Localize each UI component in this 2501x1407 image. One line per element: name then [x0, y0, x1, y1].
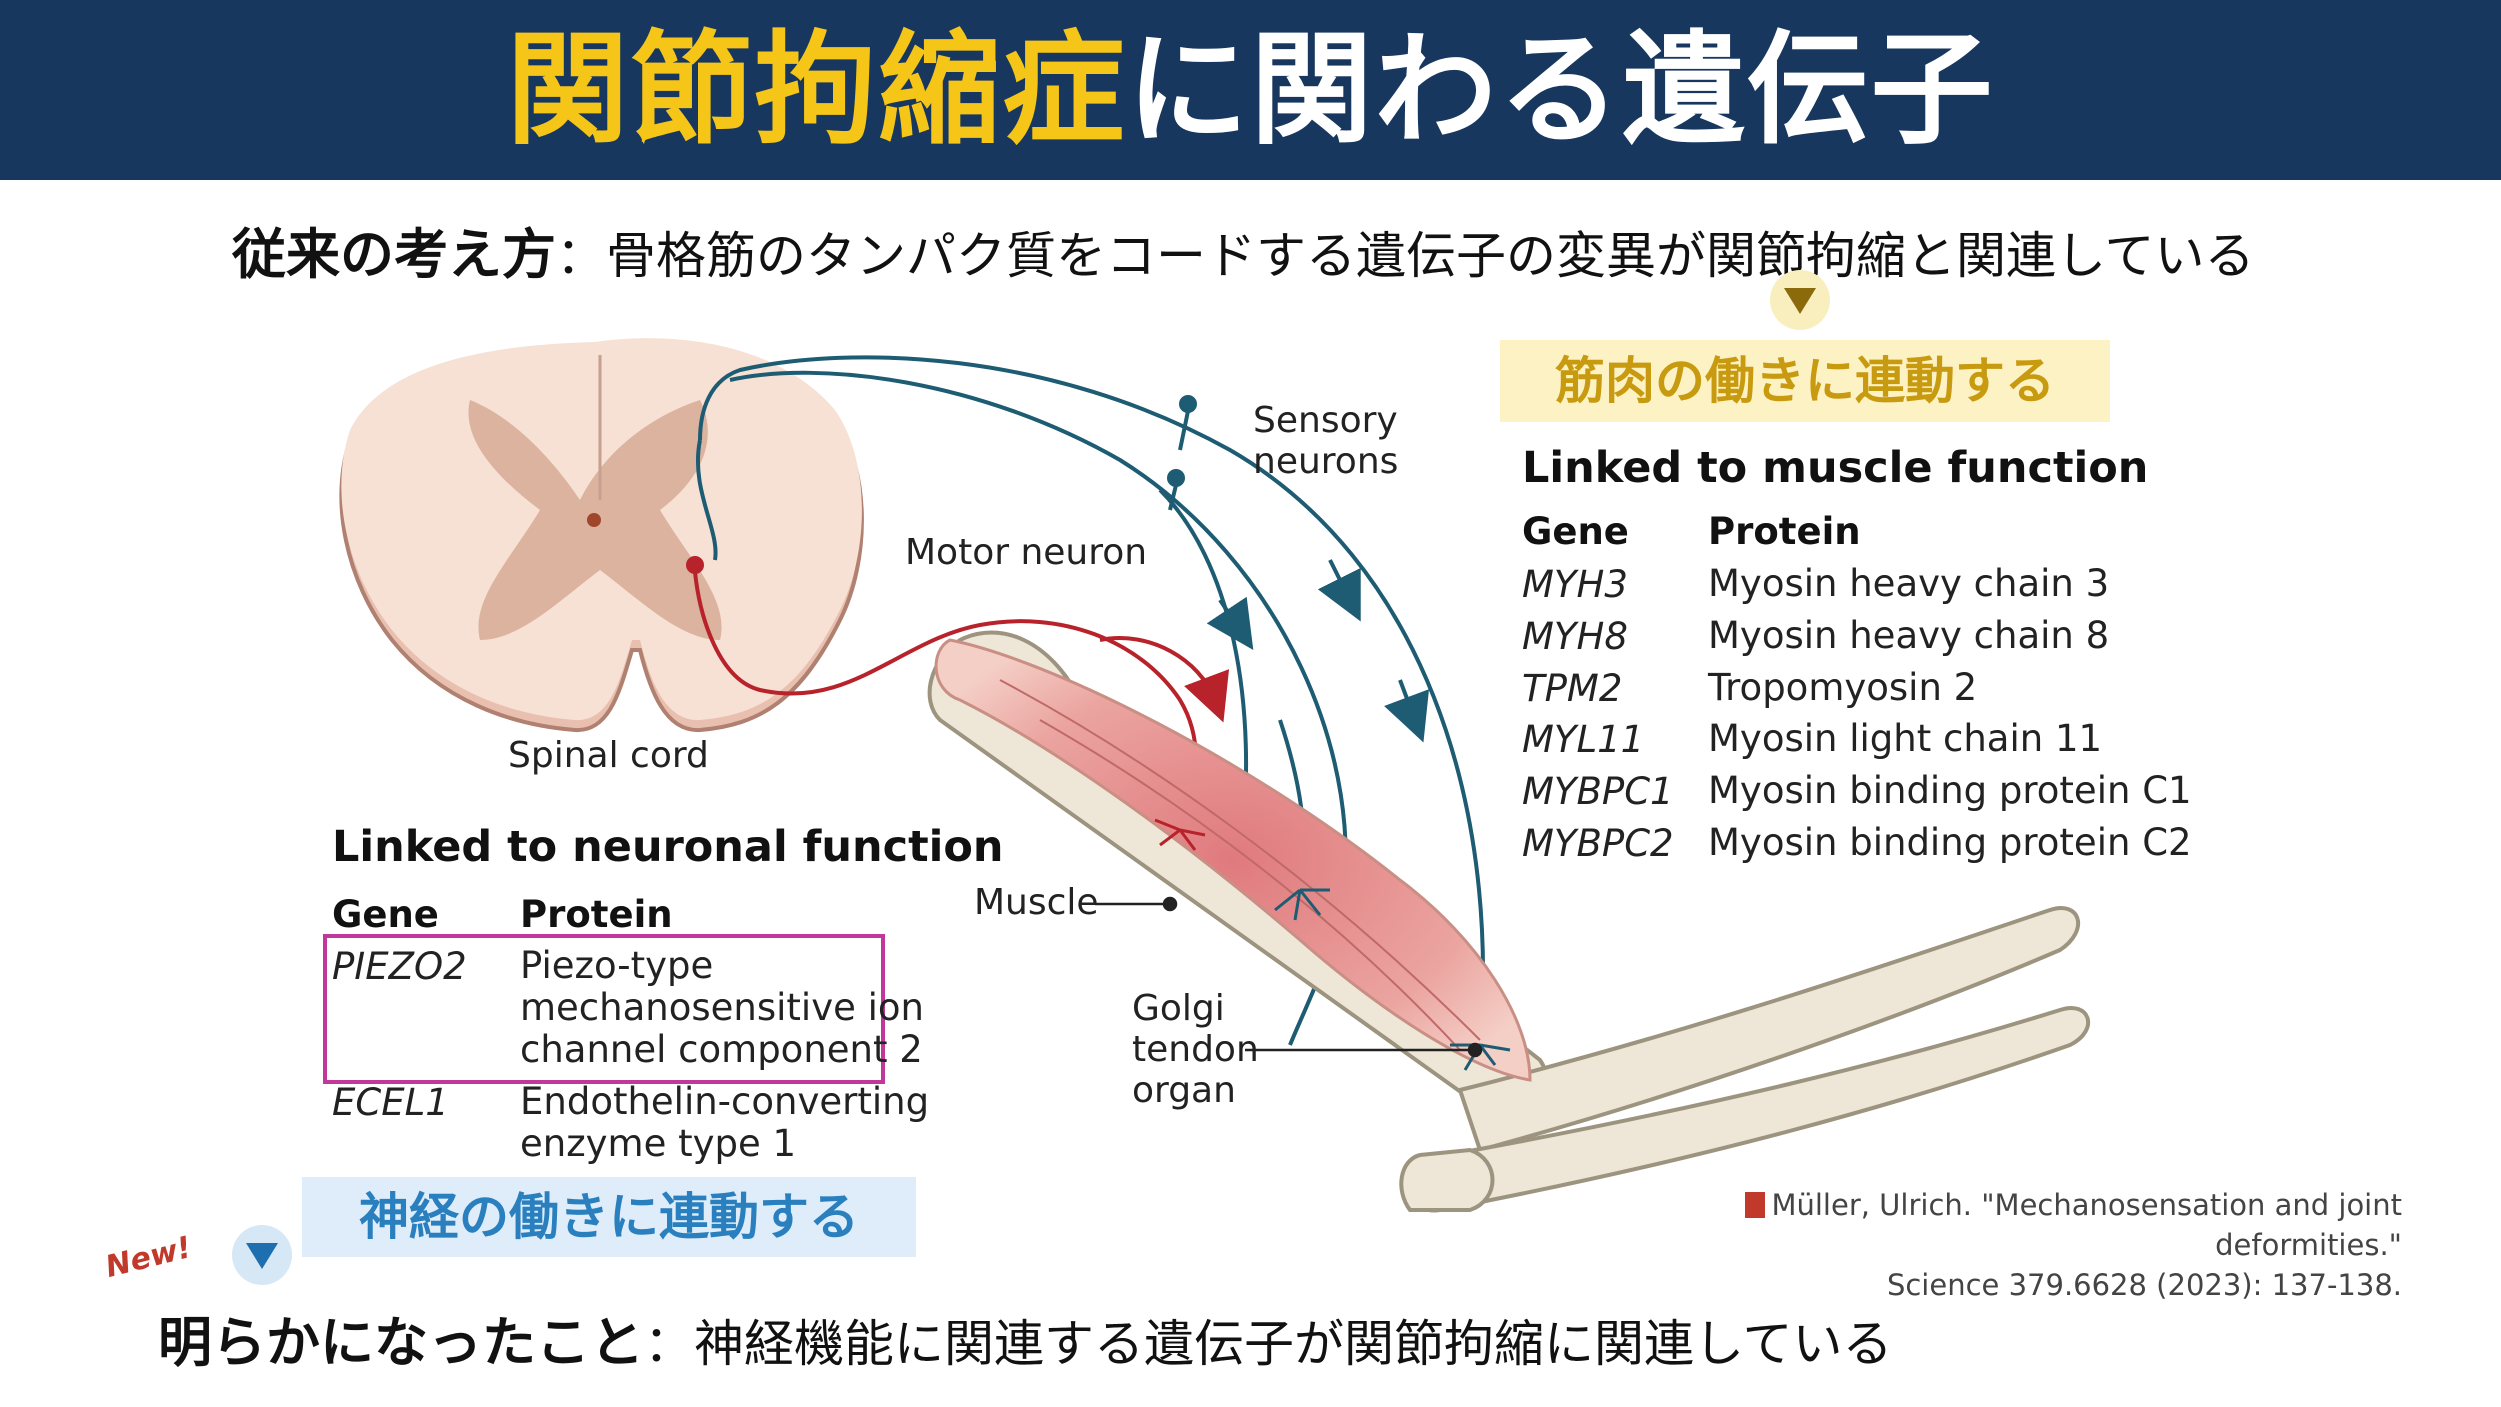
sensory-neurons-label: Sensory neurons — [1253, 400, 1398, 482]
muscle-label: Muscle — [974, 882, 1099, 923]
protein-cell: Myosin heavy chain 8 — [1708, 614, 2110, 657]
conventional-label: 従来の考え方 — [232, 223, 556, 286]
gene-cell: MYH3 — [1522, 563, 1628, 606]
protein-cell: Tropomyosin 2 — [1708, 666, 1978, 709]
protein-cell: Myosin binding protein C2 — [1708, 821, 2192, 864]
down-arrow-icon — [1770, 270, 1830, 330]
nerve-endings — [1154, 818, 1511, 1071]
gene-cell: TPM2 — [1522, 667, 1623, 710]
conventional-view: 従来の考え方：骨格筋のタンパク質をコードする遺伝子の変異が関節拘縮と関連している — [232, 210, 2255, 289]
protein-cell: Myosin heavy chain 3 — [1708, 562, 2110, 605]
down-arrow-icon — [232, 1225, 292, 1285]
protein-line: Piezo-type — [520, 944, 714, 987]
title-highlight: 関節拘縮症 — [506, 19, 1127, 161]
citation-line-2: Science 379.6628 (2023): 137-138. — [1886, 1268, 2402, 1302]
protein-line: enzyme type 1 — [520, 1122, 797, 1165]
sensory-label-line: neurons — [1253, 441, 1399, 482]
gene-cell: MYL11 — [1522, 718, 1645, 761]
spinal-cord-label: Spinal cord — [508, 735, 709, 776]
protein-cell: Myosin binding protein C1 — [1708, 769, 2192, 812]
page-title: 関節拘縮症に関わる遺伝子 — [0, 0, 2501, 180]
gene-cell: PIEZO2 — [332, 945, 467, 988]
protein-cell: Piezo-type mechanosensitive ion channel … — [520, 945, 924, 1071]
protein-line: channel component 2 — [520, 1028, 923, 1071]
sensory-label-line: Sensory — [1253, 400, 1398, 441]
golgi-label-line: Golgi — [1132, 988, 1225, 1029]
table-title: Linked to muscle function — [1522, 443, 2149, 493]
muscle-banner: 筋肉の働きに連動する — [1500, 340, 2110, 422]
piezo2-highlight-box — [323, 934, 885, 1084]
conventional-text: ：骨格筋のタンパク質をコードする遺伝子の変異が関節拘縮と関連している — [556, 227, 2255, 285]
finding-text: ：神経機能に関連する遺伝子が関節拘縮に関連している — [644, 1315, 1893, 1373]
finding-row: 明らかになったこと：神経機能に関連する遺伝子が関節拘縮に関連している — [158, 1298, 1893, 1377]
golgi-label-line: tendon — [1132, 1029, 1259, 1070]
motor-neuron-label: Motor neuron — [905, 532, 1148, 573]
book-icon — [1745, 1192, 1766, 1218]
gene-header: Gene — [1522, 510, 1629, 553]
protein-header: Protein — [520, 893, 673, 936]
protein-line: mechanosensitive ion — [520, 986, 924, 1029]
spinal-cord-illustration — [339, 338, 864, 733]
gene-cell: ECEL1 — [332, 1081, 449, 1124]
muscle-illustration — [934, 638, 1532, 1082]
leader-lines — [1095, 896, 1483, 1058]
header-bar — [0, 0, 2501, 180]
gene-cell: MYH8 — [1522, 615, 1628, 658]
protein-line: Endothelin-converting — [520, 1080, 930, 1123]
golgi-label-line: organ — [1132, 1070, 1236, 1111]
motor-neuron — [686, 556, 1230, 831]
citation: Müller, Ulrich. "Mechanosensation and jo… — [1590, 1185, 2402, 1305]
title-rest: に関わる遺伝子 — [1126, 19, 1995, 161]
protein-cell: Endothelin-converting enzyme type 1 — [520, 1081, 929, 1165]
protein-header: Protein — [1708, 510, 1861, 553]
gene-cell: MYBPC2 — [1522, 822, 1674, 865]
citation-line-1: Müller, Ulrich. "Mechanosensation and jo… — [1771, 1188, 2402, 1262]
gene-header: Gene — [332, 893, 439, 936]
neuro-banner: 神経の働きに連動する — [302, 1177, 916, 1257]
table-title: Linked to neuronal function — [332, 822, 1004, 872]
protein-cell: Myosin light chain 11 — [1708, 717, 2103, 760]
finding-label: 明らかになったこと — [158, 1311, 644, 1374]
gene-cell: MYBPC1 — [1522, 770, 1674, 813]
golgi-tendon-organ-label: Golgi tendon organ — [1132, 988, 1259, 1111]
